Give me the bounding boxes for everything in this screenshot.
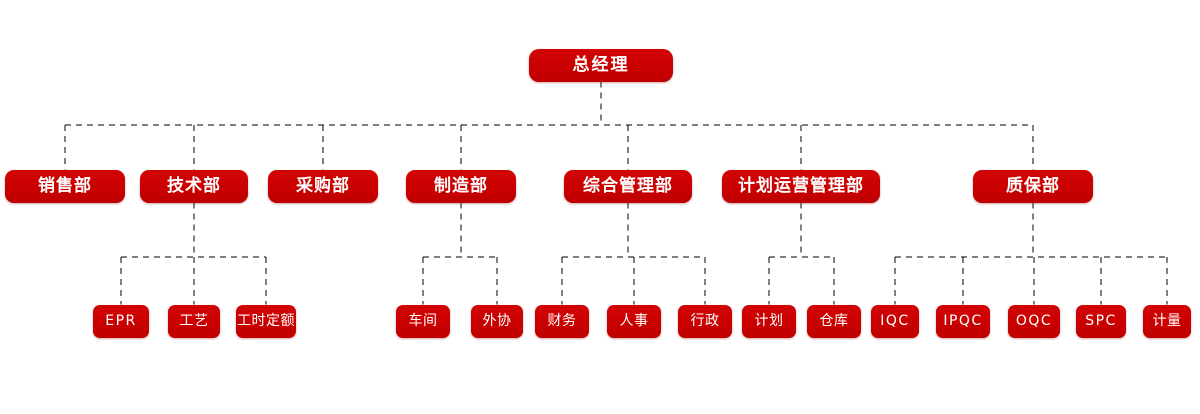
org-node-sales[interactable]: 销售部 <box>5 169 125 203</box>
org-node-mfg[interactable]: 制造部 <box>406 169 516 203</box>
org-node-label-iqc: IQC <box>880 313 910 329</box>
org-node-label-planning: 计划运营管理部 <box>738 175 864 196</box>
org-node-tech[interactable]: 技术部 <box>140 169 248 203</box>
org-node-label-qa: 质保部 <box>1006 175 1060 196</box>
org-node-label-hr: 人事 <box>619 313 649 329</box>
org-node-workshop[interactable]: 车间 <box>396 304 450 338</box>
org-node-label-plan: 计划 <box>754 313 784 329</box>
org-node-epr[interactable]: EPR <box>93 304 149 338</box>
org-node-plan[interactable]: 计划 <box>742 304 796 338</box>
org-node-label-spc: SPC <box>1085 313 1117 329</box>
org-node-ipqc[interactable]: IPQC <box>936 304 990 338</box>
org-node-label-finance: 财务 <box>547 313 577 329</box>
org-node-label-tech: 技术部 <box>167 175 221 196</box>
org-node-iqc[interactable]: IQC <box>871 304 919 338</box>
org-node-label-craft: 工艺 <box>179 313 209 329</box>
org-node-label-oqc: OQC <box>1015 313 1053 329</box>
org-node-label-purchase: 采购部 <box>296 175 350 196</box>
org-node-label-workshop: 车间 <box>408 313 438 329</box>
org-node-gm[interactable]: 总经理 <box>529 48 673 82</box>
org-node-planning[interactable]: 计划运营管理部 <box>722 169 880 203</box>
org-node-label-ipqc: IPQC <box>943 313 983 329</box>
org-node-label-epr: EPR <box>105 313 137 329</box>
org-node-finance[interactable]: 财务 <box>535 304 589 338</box>
org-node-qa[interactable]: 质保部 <box>973 169 1093 203</box>
org-node-craft[interactable]: 工艺 <box>168 304 220 338</box>
org-node-metrology[interactable]: 计量 <box>1143 304 1191 338</box>
org-node-label-metrology: 计量 <box>1152 313 1182 329</box>
org-node-label-gm: 总经理 <box>572 54 630 75</box>
org-node-label-quota: 工时定额 <box>237 313 295 329</box>
org-node-admin[interactable]: 行政 <box>678 304 732 338</box>
org-node-label-admin: 行政 <box>690 313 720 329</box>
org-node-oqc[interactable]: OQC <box>1008 304 1060 338</box>
org-node-purchase[interactable]: 采购部 <box>268 169 378 203</box>
org-node-label-general: 综合管理部 <box>583 175 673 196</box>
org-node-label-sales: 销售部 <box>38 175 92 196</box>
org-node-outsource[interactable]: 外协 <box>471 304 523 338</box>
org-node-spc[interactable]: SPC <box>1076 304 1126 338</box>
org-node-general[interactable]: 综合管理部 <box>564 169 692 203</box>
org-node-label-outsource: 外协 <box>482 313 512 329</box>
org-node-hr[interactable]: 人事 <box>607 304 661 338</box>
org-node-label-mfg: 制造部 <box>434 175 488 196</box>
org-node-quota[interactable]: 工时定额 <box>236 304 296 338</box>
org-node-warehouse[interactable]: 仓库 <box>807 304 861 338</box>
org-node-label-warehouse: 仓库 <box>819 313 849 329</box>
